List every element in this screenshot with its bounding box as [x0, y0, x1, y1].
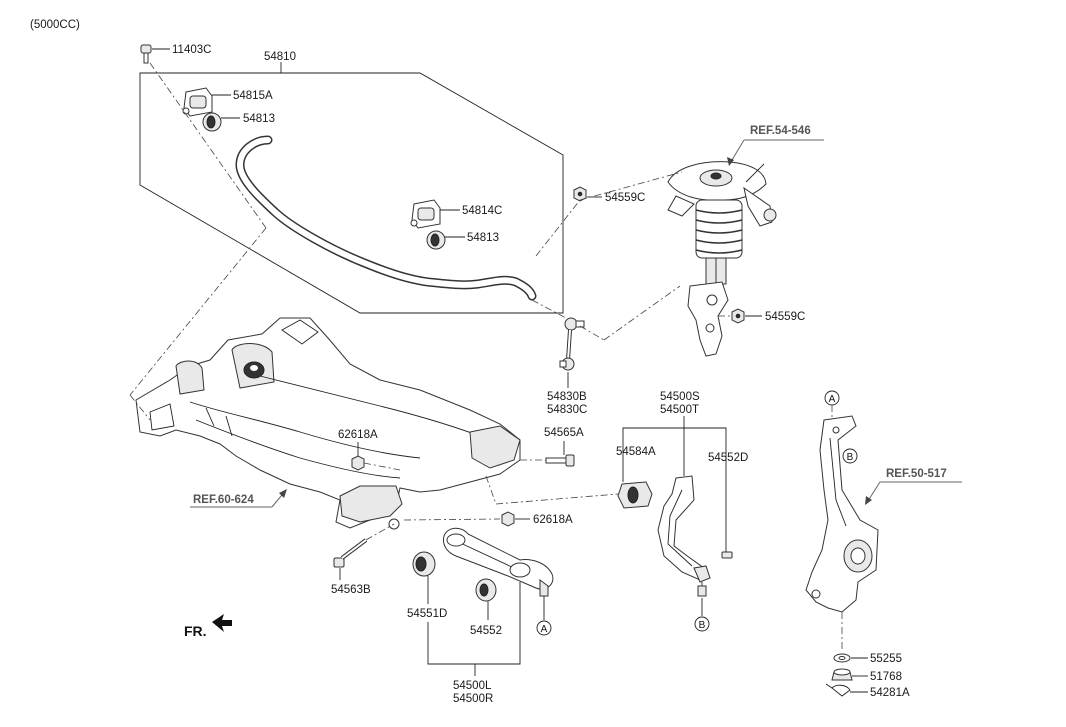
- label-62618A-bottom: 62618A: [533, 514, 573, 526]
- nut-54559C-top: [573, 186, 587, 202]
- subframe: [135, 317, 521, 530]
- marker-a-knuckle-text: A: [829, 394, 836, 405]
- steering-knuckle: [805, 415, 879, 613]
- nut-62618A-top: [351, 455, 365, 471]
- label-54500R: 54500R: [453, 693, 493, 705]
- ref-arrow-60-624: [279, 489, 287, 498]
- bushing-54584A: [617, 481, 653, 509]
- marker-b-knuckle: [842, 448, 858, 464]
- label-54814C: 54814C: [462, 205, 502, 217]
- nut-62618A-bottom: [501, 511, 515, 527]
- bracket-54815A: [182, 87, 213, 117]
- washer-55255: [833, 653, 851, 663]
- label-54559C-bottom: 54559C: [765, 311, 805, 323]
- nut-54552D: [721, 551, 733, 559]
- bolt-54565A: [545, 454, 575, 467]
- bolt-11403C: [140, 44, 152, 64]
- stabilizer-kit-outline: [139, 72, 564, 314]
- ref-label-60-624: REF.60-624: [193, 494, 254, 506]
- bracket-54500L-R: [427, 582, 521, 665]
- ref-arrow-54-546: [727, 157, 734, 166]
- engine-variant-header: (5000CC): [30, 19, 80, 31]
- connection-lines: [129, 62, 730, 541]
- label-62618A-top: 62618A: [338, 429, 378, 441]
- stabilizer-bar: [236, 137, 535, 299]
- marker-a-lower-text: A: [541, 624, 548, 635]
- nut-54559C-bottom: [731, 308, 745, 324]
- label-11403C: 11403C: [172, 44, 211, 56]
- bushing-54551D: [412, 551, 436, 577]
- marker-b-knuckle-text: B: [847, 452, 854, 463]
- label-54810: 54810: [264, 51, 296, 63]
- bracket-54500S-T: [622, 427, 727, 552]
- strut-assembly: [667, 161, 777, 357]
- label-55255: 55255: [870, 653, 902, 665]
- bracket-54814C: [410, 199, 441, 229]
- label-54830B: 54830B: [547, 391, 587, 403]
- ref-arrow-50-517: [865, 496, 872, 505]
- marker-b-upper: [694, 616, 710, 632]
- bolt-54563B: [333, 538, 368, 568]
- front-label: FR.: [184, 623, 207, 639]
- label-54563B: 54563B: [331, 584, 371, 596]
- label-54500S: 54500S: [660, 391, 700, 403]
- label-54815A: 54815A: [233, 90, 273, 102]
- label-54552: 54552: [470, 625, 502, 637]
- front-arrow-icon: [212, 614, 232, 632]
- label-54830C: 54830C: [547, 404, 587, 416]
- nut-51768: [831, 668, 853, 681]
- label-51768: 51768: [870, 671, 902, 683]
- label-54551D: 54551D: [407, 608, 447, 620]
- label-54584A: 54584A: [616, 446, 656, 458]
- stabilizer-link: [559, 317, 585, 371]
- bushing-54813-right: [426, 230, 446, 250]
- label-54500L: 54500L: [453, 680, 492, 692]
- bushing-54552: [475, 578, 497, 602]
- label-54552D: 54552D: [708, 452, 748, 464]
- label-54565A: 54565A: [544, 427, 584, 439]
- stabilizer-bar-group: 54810 54815A 54813 54814C: [139, 51, 564, 314]
- label-54813-top: 54813: [243, 113, 275, 125]
- ref-label-54-546: REF.54-546: [750, 125, 811, 137]
- marker-a-lower: [536, 620, 552, 636]
- lower-arm: [443, 527, 554, 606]
- ref-label-50-517: REF.50-517: [886, 468, 947, 480]
- label-54559C-top: 54559C: [605, 192, 645, 204]
- label-54281A: 54281A: [870, 687, 910, 699]
- pin-54281A: [825, 683, 851, 697]
- label-54813-mid: 54813: [467, 232, 499, 244]
- label-54500T: 54500T: [660, 404, 699, 416]
- marker-b-upper-text: B: [699, 620, 706, 631]
- bushing-54813-left: [202, 112, 222, 132]
- upper-arm: [657, 475, 711, 597]
